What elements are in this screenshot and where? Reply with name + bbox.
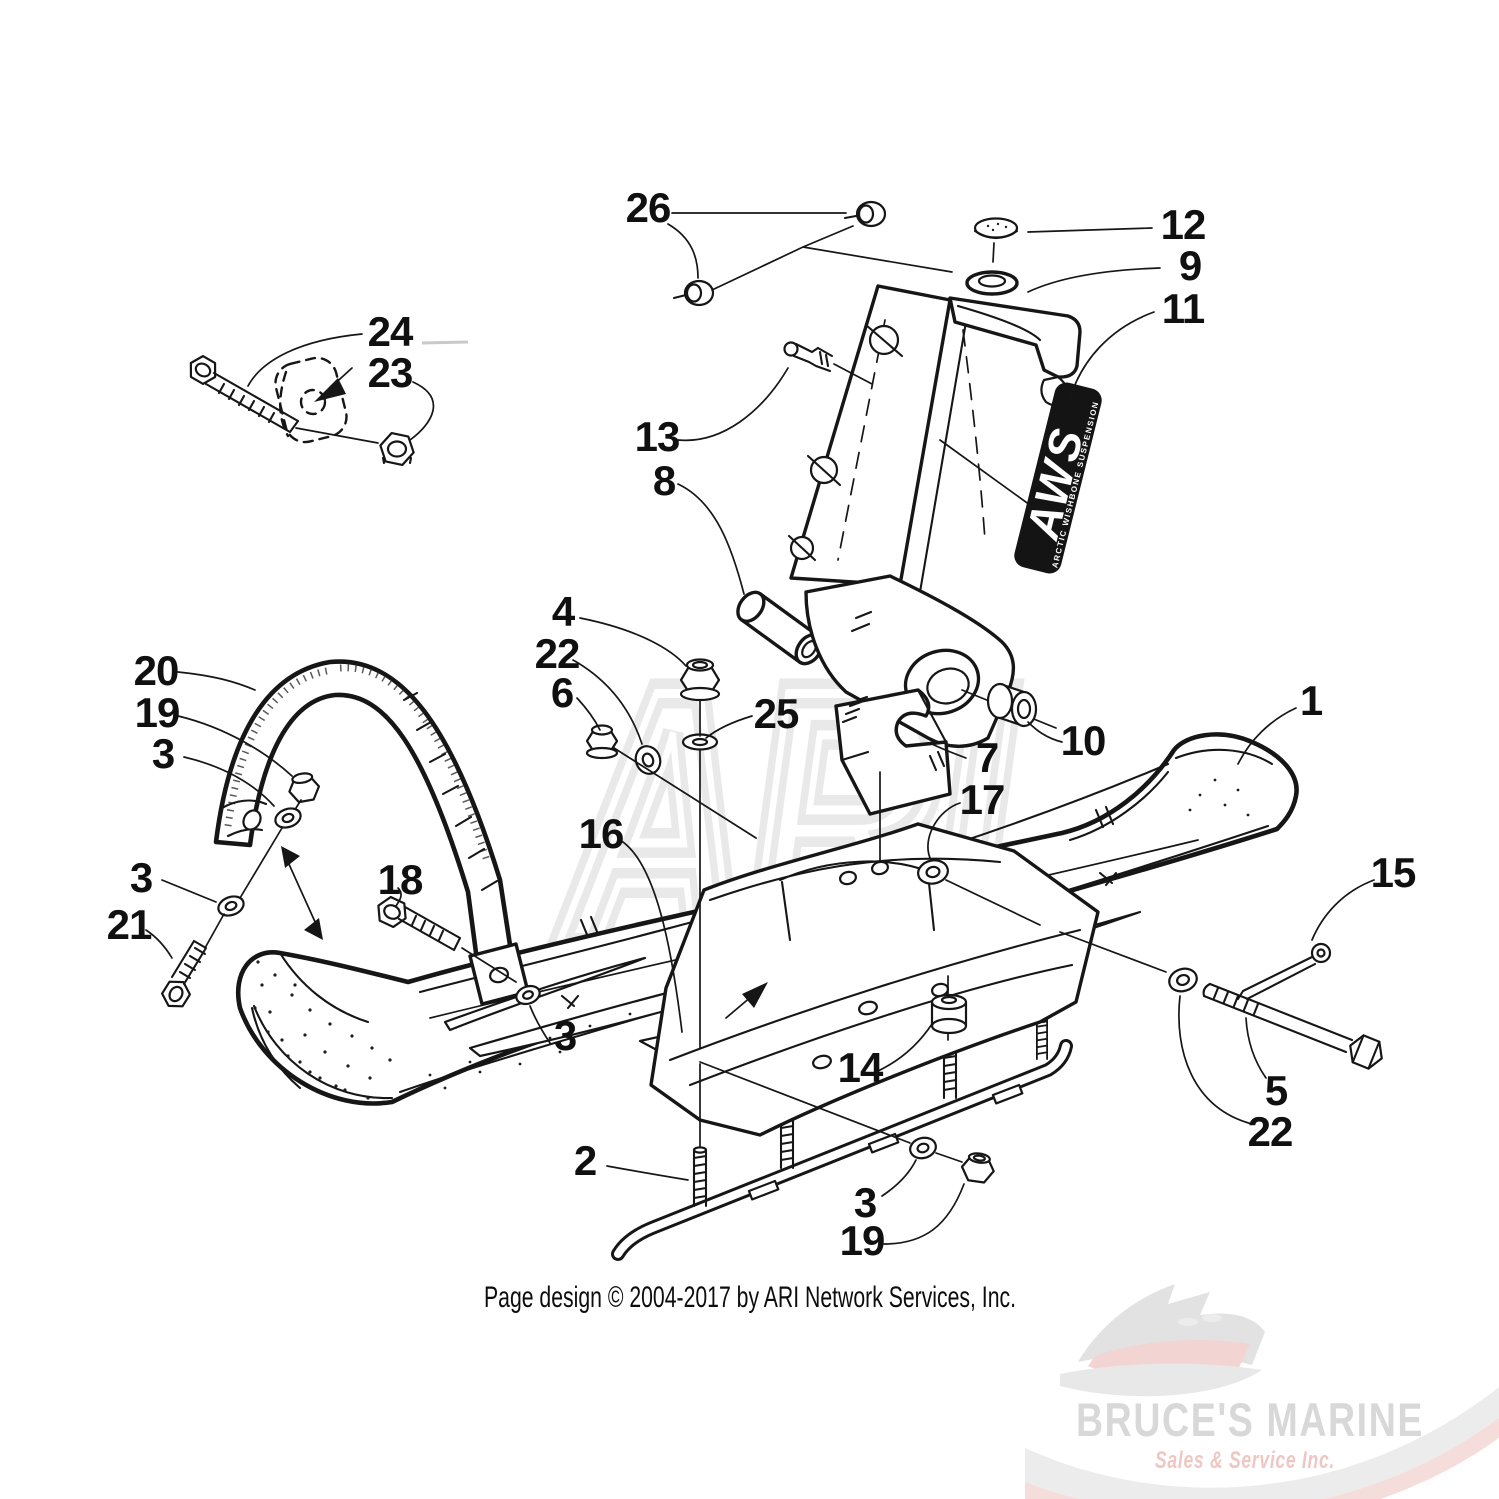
callout-3[interactable]: 3 (152, 730, 175, 777)
nut-part-19 (960, 1152, 995, 1184)
callout-11[interactable]: 11 (1162, 285, 1206, 332)
callout-4[interactable]: 4 (552, 588, 577, 635)
cotter-pin-part-15 (1236, 942, 1332, 1001)
spindle-column (789, 284, 952, 587)
callout-10[interactable]: 10 (1061, 717, 1107, 764)
callout-6[interactable]: 6 (551, 669, 574, 716)
callout-3[interactable]: 3 (554, 1012, 577, 1059)
washer-part-3 (274, 807, 302, 829)
callout-25[interactable]: 25 (754, 690, 800, 737)
fastener-axis-line (613, 747, 757, 839)
callout-5[interactable]: 5 (1265, 1067, 1289, 1114)
callout-17[interactable]: 17 (960, 776, 1006, 823)
spindle-assembly: AWS ARCTIC WISHBONE SUSPENSION (736, 217, 1102, 861)
wear-bar-stud (692, 1146, 708, 1208)
cap-part-12 (973, 217, 1019, 240)
grease-fitting-part-13 (783, 341, 873, 385)
ghost-arrow-icon (314, 367, 353, 402)
callout-8[interactable]: 8 (653, 457, 677, 504)
saddle-bracket (649, 822, 1100, 1137)
washer-part-22 (1168, 967, 1198, 993)
bolt21-axis (204, 799, 302, 949)
callout-7[interactable]: 7 (976, 734, 999, 781)
dealer-swoosh-gray (1025, 1386, 1499, 1499)
copyright-text: Page design © 2004-2017 by ARI Network S… (484, 1281, 1016, 1314)
rubber-block-part-7 (834, 688, 952, 861)
callout-13[interactable]: 13 (635, 413, 681, 460)
dealer-logo-watermark: BRUCE'S MARINE Sales & Service Inc. (1025, 1284, 1499, 1499)
diagonal-axis-line (699, 1061, 963, 1163)
callout-9[interactable]: 9 (1179, 242, 1202, 289)
ski-tip-speckle (253, 960, 392, 1100)
callout-3[interactable]: 3 (130, 854, 153, 901)
callout-2[interactable]: 2 (574, 1137, 597, 1184)
spacer-tube-part-8 (736, 590, 856, 683)
callout-24[interactable]: 24 (368, 308, 415, 355)
callout-22[interactable]: 22 (1248, 1108, 1294, 1155)
bushing-part-10 (986, 682, 1038, 728)
nut-part-23 (379, 431, 415, 467)
aws-decal: AWS ARCTIC WISHBONE SUSPENSION (1014, 382, 1102, 574)
washer-part-17 (917, 859, 949, 885)
callout-19[interactable]: 19 (840, 1217, 886, 1264)
callout-1[interactable]: 1 (1300, 677, 1324, 724)
bolt-part-21 (161, 939, 208, 1008)
damper-part-14 (930, 975, 968, 1041)
bolt-part-18 (377, 895, 517, 983)
rivet-part-26 (672, 200, 953, 307)
callout-16[interactable]: 16 (579, 810, 625, 857)
dealer-tagline-text: Sales & Service Inc. (1155, 1447, 1335, 1474)
locknut-part-4 (679, 658, 721, 702)
nut-part-6 (585, 724, 619, 760)
nut-part-19 (288, 772, 321, 804)
bolt-part-24 (189, 355, 379, 444)
leader-lines (145, 212, 1375, 1245)
bolt5-axis-upper (945, 879, 1041, 926)
callout-14[interactable]: 14 (838, 1044, 885, 1091)
callout-21[interactable]: 21 (107, 901, 153, 948)
ghost-bracket (274, 356, 353, 444)
callout-3[interactable]: 3 (854, 1179, 877, 1226)
washer-part-3 (217, 895, 245, 917)
callout-20[interactable]: 20 (134, 647, 180, 694)
callout-18[interactable]: 18 (378, 856, 424, 903)
callout-23[interactable]: 23 (368, 349, 414, 396)
saddle-arrow-icon (725, 982, 768, 1019)
callout-22[interactable]: 22 (535, 630, 581, 677)
callout-26[interactable]: 26 (626, 184, 672, 231)
washer-part-25 (681, 733, 719, 751)
dealer-boat-icon (1060, 1284, 1265, 1397)
dealer-name-text: BRUCE'S MARINE (1076, 1393, 1424, 1446)
washer-part-3 (909, 1136, 937, 1160)
callout-19[interactable]: 19 (135, 689, 181, 736)
bolt5-axis (1059, 931, 1167, 973)
double-arrow-icon (281, 846, 323, 940)
callout-12[interactable]: 12 (1161, 201, 1207, 248)
washer-part-3 (515, 984, 541, 1006)
callout-15[interactable]: 15 (1371, 849, 1417, 896)
bolt-part-5 (1202, 982, 1383, 1070)
gray-dash (421, 340, 469, 345)
